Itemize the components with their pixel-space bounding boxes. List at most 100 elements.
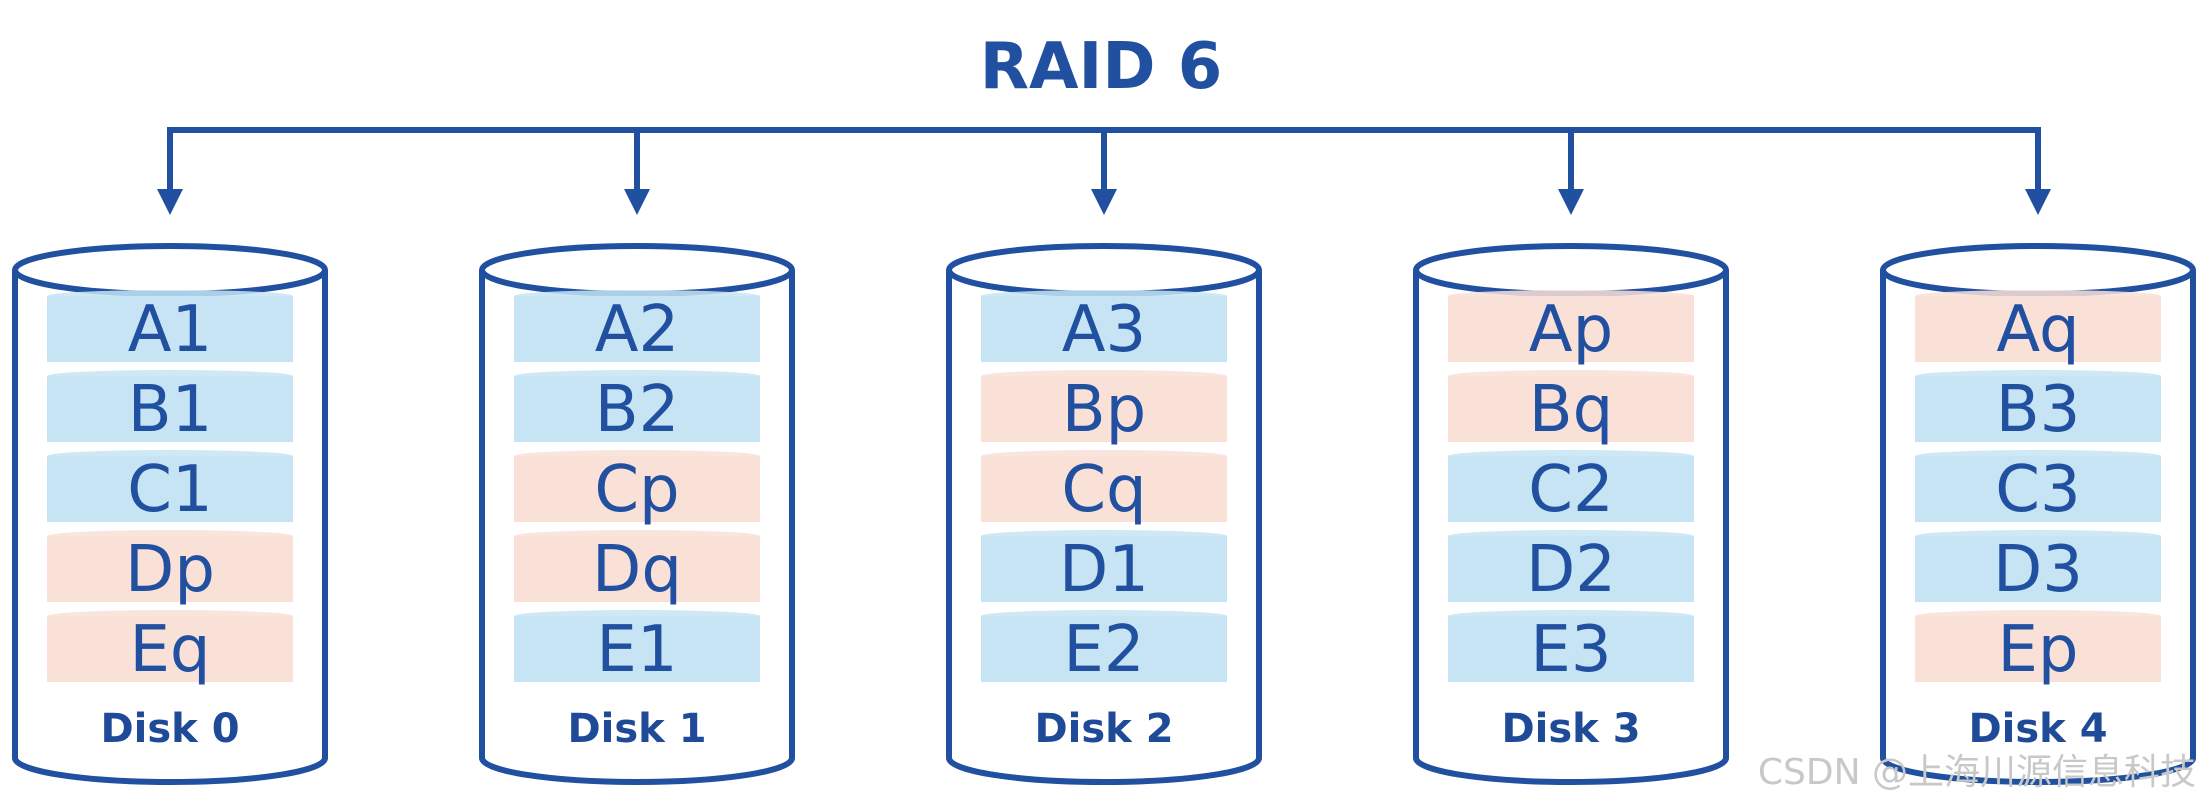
- block-label: B3: [1996, 373, 2081, 447]
- connector-arrow-icon: [624, 189, 650, 215]
- block-rect: [47, 376, 293, 442]
- block-label: Bq: [1529, 373, 1614, 447]
- block-label: E2: [1063, 613, 1144, 687]
- disk-block: Cp: [514, 450, 760, 527]
- disk-block: Dp: [47, 530, 293, 607]
- block-top-ellipse: [981, 290, 1227, 302]
- block-rect: [47, 536, 293, 602]
- diagram-title: RAID 6: [980, 30, 1223, 104]
- block-rect: [981, 456, 1227, 522]
- disk-label: Disk 2: [1034, 706, 1173, 752]
- disk-block: E3: [1448, 610, 1694, 687]
- block-label: B2: [595, 373, 680, 447]
- disk-block: A1: [47, 290, 293, 367]
- block-top-ellipse: [47, 610, 293, 622]
- block-label: C2: [1528, 453, 1613, 527]
- block-top-ellipse: [1448, 290, 1694, 302]
- disk-block: A2: [514, 290, 760, 367]
- block-label: D1: [1059, 533, 1149, 607]
- block-label: C1: [127, 453, 212, 527]
- block-top-ellipse: [47, 530, 293, 542]
- block-rect: [514, 376, 760, 442]
- block-top-ellipse: [514, 450, 760, 462]
- block-top-ellipse: [981, 610, 1227, 622]
- block-rect: [514, 296, 760, 362]
- disk-label: Disk 4: [1968, 706, 2107, 752]
- block-label: D3: [1993, 533, 2083, 607]
- block-top-ellipse: [1915, 290, 2161, 302]
- block-top-ellipse: [47, 290, 293, 302]
- disk-label: Disk 0: [100, 706, 239, 752]
- block-label: A2: [595, 293, 680, 367]
- block-label: Cq: [1061, 453, 1146, 527]
- block-rect: [1915, 456, 2161, 522]
- block-label: Aq: [1996, 293, 2079, 367]
- disk-block: D3: [1915, 530, 2161, 607]
- block-top-ellipse: [514, 610, 760, 622]
- block-label: Dp: [125, 533, 215, 607]
- block-rect: [1448, 536, 1694, 602]
- disk-block: Eq: [47, 610, 293, 687]
- block-rect: [1448, 296, 1694, 362]
- block-rect: [981, 536, 1227, 602]
- connector-lines: [157, 127, 2051, 215]
- block-rect: [981, 376, 1227, 442]
- block-label: A3: [1062, 293, 1147, 367]
- block-rect: [1915, 376, 2161, 442]
- block-rect: [47, 296, 293, 362]
- disk-block: B2: [514, 370, 760, 447]
- disk-block: Aq: [1915, 290, 2161, 367]
- disk-block: D1: [981, 530, 1227, 607]
- disk-block: Cq: [981, 450, 1227, 527]
- block-top-ellipse: [47, 370, 293, 382]
- block-rect: [1915, 616, 2161, 682]
- watermark-text: CSDN @上海川源信息科技: [1758, 752, 2196, 793]
- block-rect: [1448, 456, 1694, 522]
- block-label: Ap: [1529, 293, 1613, 367]
- block-top-ellipse: [514, 290, 760, 302]
- disk-block: E1: [514, 610, 760, 687]
- disk-block: C3: [1915, 450, 2161, 527]
- block-label: Ep: [1997, 613, 2078, 687]
- block-top-ellipse: [1915, 530, 2161, 542]
- block-rect: [1915, 296, 2161, 362]
- block-top-ellipse: [514, 530, 760, 542]
- block-rect: [47, 456, 293, 522]
- disk-block: E2: [981, 610, 1227, 687]
- disk-block: Bq: [1448, 370, 1694, 447]
- disk-block: D2: [1448, 530, 1694, 607]
- block-top-ellipse: [47, 450, 293, 462]
- block-rect: [981, 296, 1227, 362]
- block-label: Eq: [129, 613, 210, 687]
- block-rect: [47, 616, 293, 682]
- block-top-ellipse: [1448, 450, 1694, 462]
- block-rect: [1915, 536, 2161, 602]
- block-top-ellipse: [1448, 530, 1694, 542]
- block-label: B1: [128, 373, 213, 447]
- block-label: Bp: [1062, 373, 1147, 447]
- block-rect: [514, 536, 760, 602]
- block-label: C3: [1995, 453, 2080, 527]
- disk-block: B3: [1915, 370, 2161, 447]
- block-top-ellipse: [981, 530, 1227, 542]
- connector-arrow-icon: [2025, 189, 2051, 215]
- disk-block: Dq: [514, 530, 760, 607]
- block-top-ellipse: [981, 370, 1227, 382]
- disk-block: A3: [981, 290, 1227, 367]
- block-rect: [514, 456, 760, 522]
- block-top-ellipse: [1915, 610, 2161, 622]
- block-rect: [981, 616, 1227, 682]
- block-label: A1: [128, 293, 213, 367]
- block-top-ellipse: [514, 370, 760, 382]
- block-label: E1: [596, 613, 677, 687]
- block-top-ellipse: [1448, 610, 1694, 622]
- block-rect: [1448, 616, 1694, 682]
- disk-block: C1: [47, 450, 293, 527]
